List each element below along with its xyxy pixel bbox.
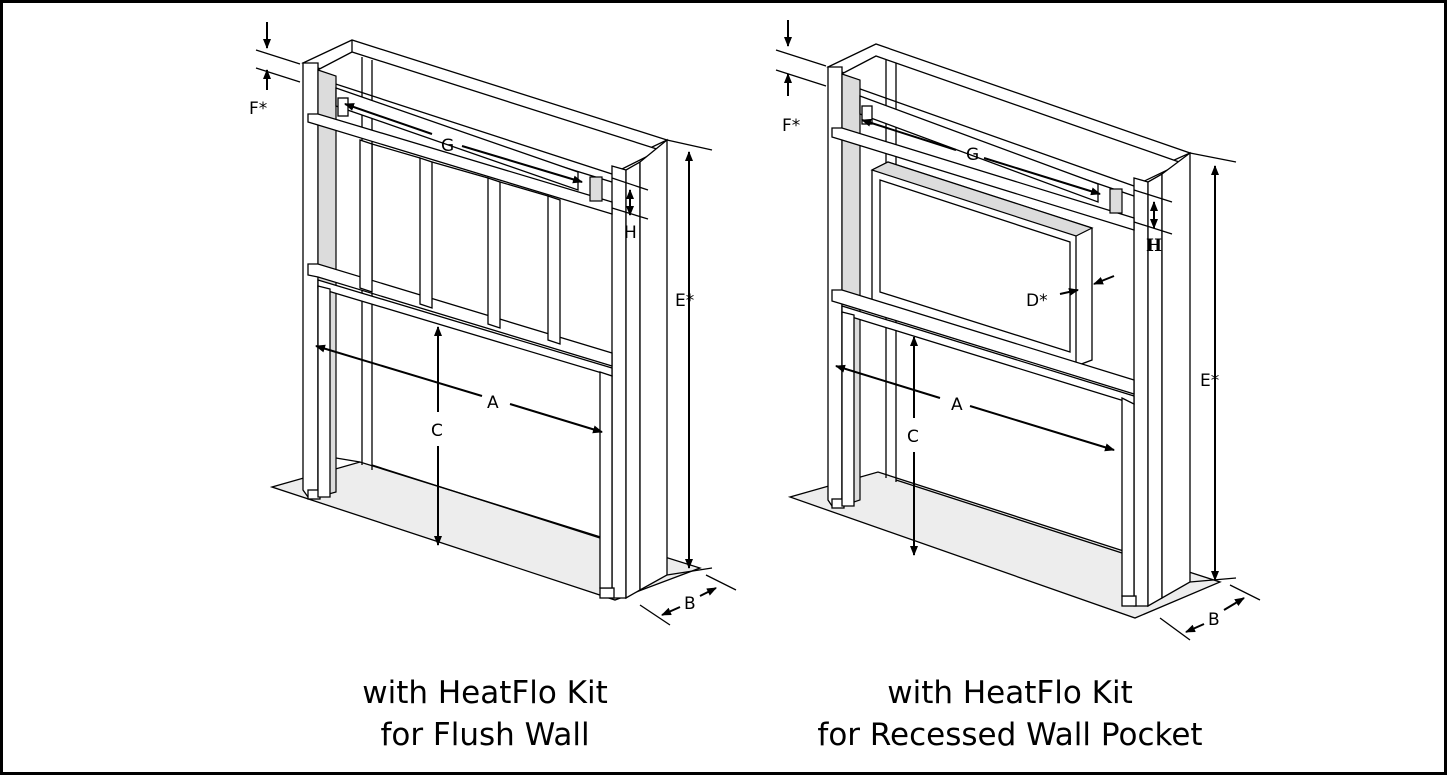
recessed-wall-framing bbox=[787, 43, 1222, 619]
label-d-right: D* bbox=[1026, 291, 1048, 311]
recessed-wall-dimensions bbox=[775, 20, 1261, 641]
label-h-left: H bbox=[624, 223, 637, 243]
label-f-right: F* bbox=[782, 116, 800, 136]
label-f-left: F* bbox=[249, 99, 267, 119]
label-a-right: A bbox=[951, 395, 963, 415]
label-b-left: B bbox=[684, 594, 696, 614]
label-h-right: H bbox=[1146, 236, 1162, 256]
label-b-right: B bbox=[1208, 610, 1220, 630]
label-c-right: C bbox=[907, 427, 919, 447]
label-e-left: E* bbox=[675, 291, 694, 311]
label-g-left: G bbox=[441, 136, 454, 156]
caption-recessed-line2: for Recessed Wall Pocket bbox=[817, 717, 1203, 753]
caption-flush-line2: for Flush Wall bbox=[380, 717, 590, 753]
left-post-front bbox=[302, 62, 319, 498]
label-c-left: C bbox=[431, 421, 443, 441]
caption-flush-wall: with HeatFlo Kit for Flush Wall bbox=[290, 672, 680, 756]
label-g-right: G bbox=[966, 145, 979, 165]
caption-recessed-wall: with HeatFlo Kit for Recessed Wall Pocke… bbox=[760, 672, 1260, 756]
flush-wall-framing bbox=[269, 39, 702, 601]
caption-recessed-line1: with HeatFlo Kit bbox=[887, 675, 1133, 711]
label-e-right: E* bbox=[1200, 371, 1219, 391]
flush-wall-dimensions bbox=[255, 22, 737, 626]
caption-flush-line1: with HeatFlo Kit bbox=[362, 675, 608, 711]
label-a-left: A bbox=[487, 393, 499, 413]
